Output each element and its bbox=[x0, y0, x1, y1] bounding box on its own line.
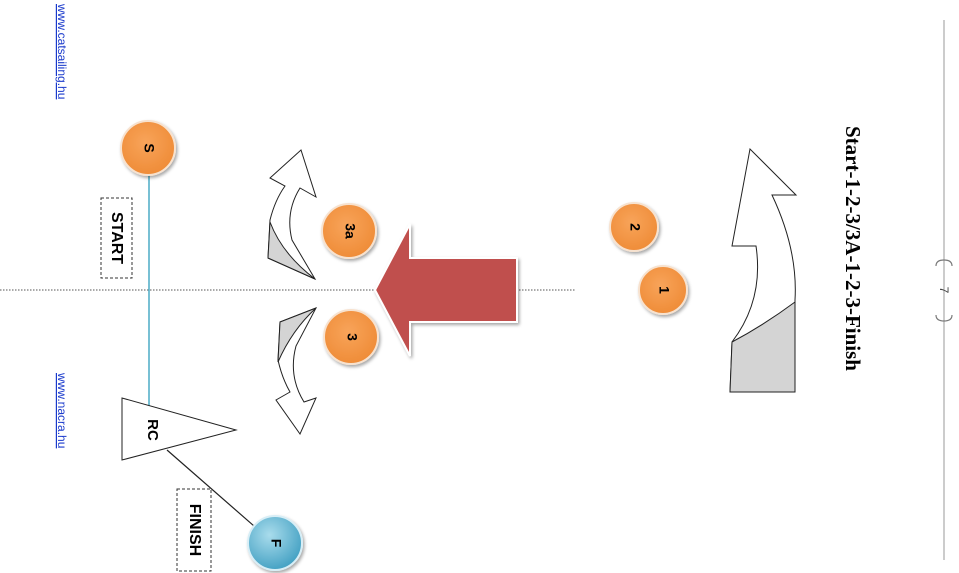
mark-3: 3 bbox=[323, 309, 379, 365]
finish-line bbox=[166, 449, 263, 534]
committee-label: RC bbox=[144, 419, 161, 441]
start-label-box bbox=[100, 197, 133, 279]
turn-arrow-3-icon bbox=[275, 307, 318, 436]
committee-boat bbox=[121, 397, 238, 461]
link-nacra[interactable]: www.nacra.hu bbox=[55, 372, 69, 448]
mark-2: 2 bbox=[609, 202, 659, 252]
start-label: START bbox=[108, 212, 125, 264]
mark-start: S bbox=[120, 120, 176, 176]
page-title: Start-1-2-3/3A-1-2-3-Finish bbox=[841, 126, 865, 371]
mark-3a-label: 3a bbox=[342, 223, 358, 239]
turn-arrow-3a-icon bbox=[267, 149, 317, 281]
turn-arrow-top-icon bbox=[729, 147, 798, 393]
finish-label: FINISH bbox=[186, 504, 203, 556]
mark-1-label: 1 bbox=[656, 286, 672, 294]
mark-finish-label: F bbox=[268, 539, 284, 548]
mark-start-label: S bbox=[141, 143, 157, 152]
mark-3-label: 3 bbox=[344, 333, 360, 341]
finish-label-box bbox=[176, 488, 212, 572]
mark-1: 1 bbox=[638, 265, 688, 315]
wind-direction-arrow-icon bbox=[373, 223, 518, 357]
page-number: 7 bbox=[937, 287, 951, 294]
link-catsailing[interactable]: www.catsailing.hu bbox=[55, 3, 69, 99]
mark-3a: 3a bbox=[321, 203, 377, 259]
mark-finish: F bbox=[247, 515, 303, 571]
mark-2-label: 2 bbox=[627, 223, 643, 231]
page-number-bracket bbox=[935, 259, 953, 322]
